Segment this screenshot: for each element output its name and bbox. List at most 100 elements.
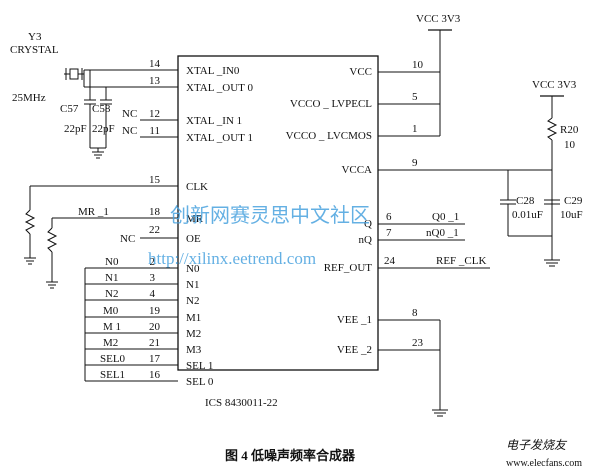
left-pin-lines <box>30 69 178 382</box>
crystal-ref: Y3 <box>28 31 42 43</box>
pin-num-17: 17 <box>149 353 161 365</box>
pin-label-n1: N1 <box>186 279 199 291</box>
signal-n2: N2 <box>105 288 118 300</box>
pin-label-xtal-in0: XTAL _IN0 <box>186 65 240 77</box>
pin-num-13: 13 <box>149 75 161 87</box>
pin-label-sel0: SEL 0 <box>186 376 214 388</box>
watermark-cn: 创新网赛灵思中文社区 <box>170 204 370 227</box>
nc-label-oe: NC <box>120 233 135 245</box>
pin-label-oe: OE <box>186 233 201 245</box>
clk-pulldown <box>24 186 36 265</box>
pin-num-3: 3 <box>150 272 156 284</box>
pin-label-q: Q <box>364 218 372 230</box>
signal-m0: M0 <box>103 305 119 317</box>
signal-m2: M2 <box>103 337 118 349</box>
chip-body <box>177 55 379 371</box>
c29-ref: C29 <box>564 195 583 207</box>
vcca-filter: VCC 3V3 R20 10 C28 0.01uF C29 10uF <box>500 79 583 267</box>
mr-pulldown <box>46 218 58 289</box>
c28-ref: C28 <box>516 195 535 207</box>
nc-label-11: NC <box>122 125 137 137</box>
pin-num-22: 22 <box>149 224 160 236</box>
pin-num-5: 5 <box>412 91 418 103</box>
pin-num-12: 12 <box>149 108 160 120</box>
logo-text: 电子发烧友 <box>506 438 568 452</box>
watermark-url: http://xilinx.eetrend.com <box>148 249 316 268</box>
right-pin-labels: VCC VCCO _ LVPECL VCCO _ LVCMOS VCCA Q n… <box>286 66 373 356</box>
pin-label-vee2: VEE _2 <box>337 344 372 356</box>
pin-label-nq: nQ <box>359 234 373 246</box>
pin-label-m3: M3 <box>186 344 202 356</box>
vcc-top-label: VCC 3V3 <box>416 13 461 25</box>
signal-m1: M 1 <box>103 321 121 333</box>
pin-num-21: 21 <box>149 337 160 349</box>
signal-sel1: SEL1 <box>100 369 125 381</box>
pin-num-20: 20 <box>149 321 161 333</box>
c29-value: 10uF <box>560 209 583 221</box>
left-signal-labels: N0 N1 N2 M0 M 1 M2 SEL0 SEL1 <box>100 256 126 381</box>
vcc-top-power: VCC 3V3 <box>416 13 461 31</box>
chip-part-number: ICS 8430011-22 <box>205 397 278 409</box>
pin-num-19: 19 <box>149 305 161 317</box>
pin-label-mr: MR <box>186 213 204 225</box>
pin-num-14: 14 <box>149 58 161 70</box>
r20-value: 10 <box>564 139 576 151</box>
pin-num-11: 11 <box>149 125 160 137</box>
pin-num-2: 2 <box>150 256 156 268</box>
pin-label-clk: CLK <box>186 181 208 193</box>
pin-num-7: 7 <box>386 227 392 239</box>
right-pin-lines <box>378 30 552 410</box>
vcc-right-label: VCC 3V3 <box>532 79 577 91</box>
pin-label-xtal-out0: XTAL _OUT 0 <box>186 82 253 94</box>
pin-label-xtal-out1: XTAL _OUT 1 <box>186 132 253 144</box>
crystal-freq: 25MHz <box>12 92 46 104</box>
pin-label-n2: N2 <box>186 295 199 307</box>
c57-ref: C57 <box>60 103 79 115</box>
pin-label-m1: M1 <box>186 312 201 324</box>
pin-label-vcco-lvpecl: VCCO _ LVPECL <box>290 98 372 110</box>
crystal-circuit: Y3 CRYSTAL 25MHz C57 22pF C58 22pF <box>10 31 128 159</box>
pin-label-vcco-lvcmos: VCCO _ LVCMOS <box>286 130 372 142</box>
c28-value: 0.01uF <box>512 209 543 221</box>
pin-num-16: 16 <box>149 369 161 381</box>
pin-num-10: 10 <box>412 59 424 71</box>
signal-n0: N0 <box>105 256 119 268</box>
crystal-type: CRYSTAL <box>10 44 59 56</box>
c58-ref: C58 <box>92 103 111 115</box>
net-ref-clk: REF _CLK <box>436 255 486 267</box>
elecfans-logo: 电子发烧友 www.elecfans.com <box>506 438 582 469</box>
left-pin-numbers: 14 13 12 11 15 18 22 2 3 4 19 20 21 17 1… <box>149 58 161 381</box>
left-pin-labels: XTAL _IN0 XTAL _OUT 0 XTAL _IN 1 XTAL _O… <box>186 65 253 388</box>
pin-num-24: 24 <box>384 255 396 267</box>
r20-ref: R20 <box>560 124 579 136</box>
net-nq0: nQ0 _1 <box>426 227 459 239</box>
pin-num-18: 18 <box>149 206 161 218</box>
pin-label-ref-out: REF_OUT <box>324 262 373 274</box>
pin-label-m2: M2 <box>186 328 201 340</box>
pin-num-15: 15 <box>149 174 161 186</box>
vee-ground <box>432 409 448 417</box>
right-pin-numbers: 10 5 1 9 6 7 24 8 23 <box>384 59 424 349</box>
c58-value: 22pF <box>92 123 115 135</box>
nc-label-12: NC <box>122 108 137 120</box>
pin-num-23: 23 <box>412 337 424 349</box>
pin-label-sel1: SEL 1 <box>186 360 213 372</box>
figure-caption: 图 4 低噪声频率合成器 <box>225 448 356 463</box>
pin-label-vcc: VCC <box>349 66 372 78</box>
pin-label-n0: N0 <box>186 263 200 275</box>
logo-url: www.elecfans.com <box>506 458 582 469</box>
pin-num-9: 9 <box>412 157 418 169</box>
c57-value: 22pF <box>64 123 87 135</box>
pin-num-1: 1 <box>412 123 418 135</box>
signal-sel0: SEL0 <box>100 353 126 365</box>
signal-n1: N1 <box>105 272 118 284</box>
pin-num-4: 4 <box>150 288 156 300</box>
net-q0: Q0 _1 <box>432 211 459 223</box>
mr-net-label: MR _1 <box>78 206 109 218</box>
crystal-icon <box>69 68 79 80</box>
pin-label-vee1: VEE _1 <box>337 314 372 326</box>
pin-label-xtal-in1: XTAL _IN 1 <box>186 115 242 127</box>
pin-num-6: 6 <box>386 211 392 223</box>
pin-num-8: 8 <box>412 307 418 319</box>
